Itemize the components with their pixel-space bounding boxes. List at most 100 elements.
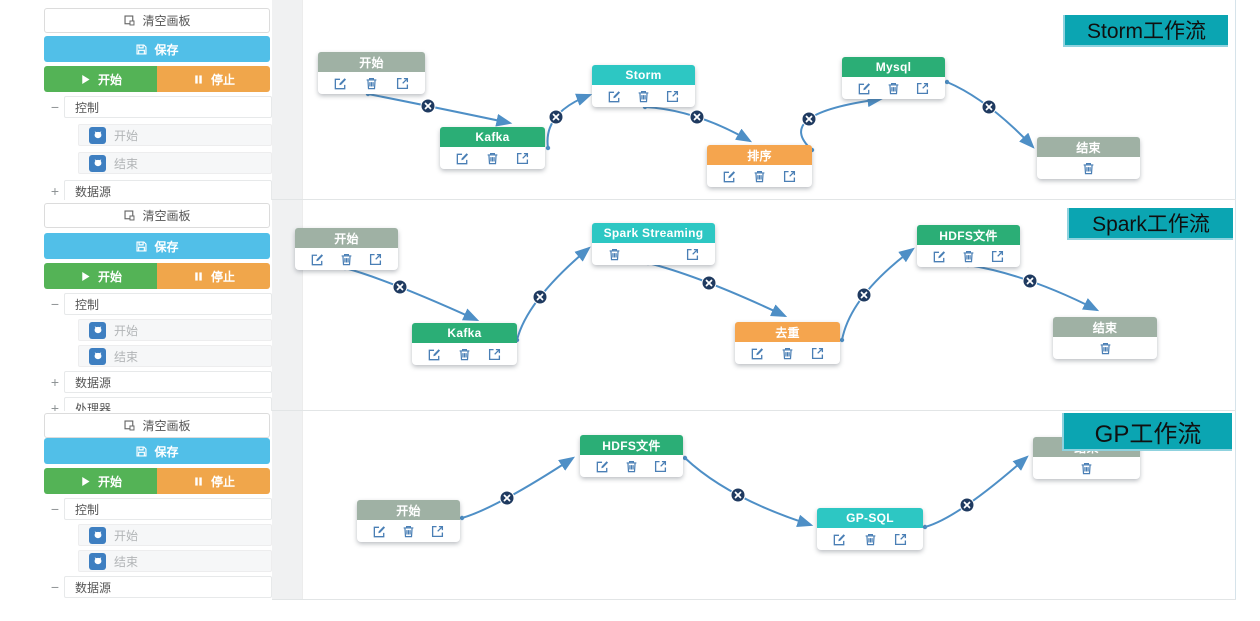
- stop-workflow-button[interactable]: 停止: [157, 66, 270, 92]
- trash-icon[interactable]: [863, 532, 878, 547]
- expand-icon[interactable]: +: [50, 183, 60, 199]
- node-end[interactable]: 结束: [1037, 137, 1140, 179]
- collapse-icon[interactable]: −: [50, 296, 60, 312]
- edit-icon[interactable]: [857, 81, 872, 96]
- trash-icon[interactable]: [1081, 161, 1096, 176]
- palette-item[interactable]: 结束: [44, 345, 272, 367]
- node-toolbar: [1053, 337, 1157, 359]
- external-icon[interactable]: [782, 169, 797, 184]
- trash-icon[interactable]: [339, 252, 354, 267]
- node-sort[interactable]: 排序: [707, 145, 812, 187]
- node-title: Kafka: [440, 127, 545, 147]
- edit-icon[interactable]: [722, 169, 737, 184]
- node-toolbar: [1033, 457, 1140, 479]
- tree-group[interactable]: +数据源: [44, 371, 272, 393]
- trash-icon[interactable]: [1079, 461, 1094, 476]
- node-toolbar: [842, 77, 945, 99]
- edit-icon[interactable]: [595, 459, 610, 474]
- expand-icon[interactable]: +: [50, 374, 60, 390]
- run-workflow-button[interactable]: 开始: [44, 468, 157, 494]
- save-button[interactable]: 保存: [44, 233, 270, 259]
- external-icon[interactable]: [395, 76, 410, 91]
- edit-icon[interactable]: [333, 76, 348, 91]
- external-icon[interactable]: [665, 89, 680, 104]
- clear-canvas-button[interactable]: 清空画板: [44, 413, 270, 438]
- external-icon[interactable]: [515, 151, 530, 166]
- trash-icon[interactable]: [607, 247, 622, 262]
- tree-group[interactable]: −数据源: [44, 576, 272, 598]
- collapse-icon[interactable]: −: [50, 99, 60, 115]
- external-icon[interactable]: [430, 524, 445, 539]
- external-icon[interactable]: [685, 247, 700, 262]
- save-icon: [136, 445, 148, 457]
- node-start[interactable]: 开始: [357, 500, 460, 542]
- node-hdfs[interactable]: HDFS文件: [917, 225, 1020, 267]
- tree-group[interactable]: −控制: [44, 293, 272, 315]
- palette-item[interactable]: 开始: [44, 124, 272, 146]
- node-dedup[interactable]: 去重: [735, 322, 840, 364]
- collapse-icon[interactable]: −: [50, 579, 60, 595]
- edit-icon[interactable]: [455, 151, 470, 166]
- edit-icon[interactable]: [832, 532, 847, 547]
- node-gp-sql[interactable]: GP-SQL: [817, 508, 923, 550]
- external-icon[interactable]: [487, 347, 502, 362]
- node-kafka[interactable]: Kafka: [440, 127, 545, 169]
- trash-icon[interactable]: [780, 346, 795, 361]
- edit-icon[interactable]: [372, 524, 387, 539]
- trash-icon[interactable]: [624, 459, 639, 474]
- external-icon[interactable]: [368, 252, 383, 267]
- trash-icon[interactable]: [1098, 341, 1113, 356]
- external-icon[interactable]: [990, 249, 1005, 264]
- edit-icon[interactable]: [310, 252, 325, 267]
- stop-workflow-button[interactable]: 停止: [157, 263, 270, 289]
- palette-item[interactable]: 开始: [44, 319, 272, 341]
- node-storm[interactable]: Storm: [592, 65, 695, 107]
- trash-icon[interactable]: [457, 347, 472, 362]
- trash-icon[interactable]: [752, 169, 767, 184]
- trash-icon[interactable]: [636, 89, 651, 104]
- external-icon[interactable]: [653, 459, 668, 474]
- palette-item[interactable]: 结束: [44, 152, 272, 174]
- edit-icon[interactable]: [932, 249, 947, 264]
- edit-icon[interactable]: [607, 89, 622, 104]
- toolbox-sidebar: 清空画板 保存 开始 停止 −控制开始结束−数据源: [0, 411, 272, 600]
- trash-icon[interactable]: [886, 81, 901, 96]
- component-icon: [89, 526, 106, 544]
- node-end[interactable]: 结束: [1053, 317, 1157, 359]
- play-icon: [82, 476, 90, 486]
- component-icon: [89, 347, 106, 365]
- external-icon[interactable]: [915, 81, 930, 96]
- node-mysql[interactable]: Mysql: [842, 57, 945, 99]
- trash-icon[interactable]: [961, 249, 976, 264]
- palette-item[interactable]: 结束: [44, 550, 272, 572]
- expand-icon[interactable]: +: [50, 400, 60, 411]
- node-hdfs[interactable]: HDFS文件: [580, 435, 683, 477]
- edit-icon[interactable]: [750, 346, 765, 361]
- run-workflow-button[interactable]: 开始: [44, 263, 157, 289]
- stop-label: 停止: [210, 269, 235, 284]
- save-button[interactable]: 保存: [44, 36, 270, 62]
- clear-canvas-button[interactable]: 清空画板: [44, 8, 270, 33]
- trash-icon[interactable]: [485, 151, 500, 166]
- save-button[interactable]: 保存: [44, 438, 270, 464]
- external-icon[interactable]: [893, 532, 908, 547]
- node-toolbar: [295, 248, 398, 270]
- trash-icon[interactable]: [401, 524, 416, 539]
- node-start[interactable]: 开始: [318, 52, 425, 94]
- trash-icon[interactable]: [364, 76, 379, 91]
- stop-workflow-button[interactable]: 停止: [157, 468, 270, 494]
- tree-group[interactable]: +数据源: [44, 180, 272, 200]
- run-workflow-button[interactable]: 开始: [44, 66, 157, 92]
- clear-canvas-button[interactable]: 清空画板: [44, 203, 270, 228]
- tree-group[interactable]: −控制: [44, 498, 272, 520]
- palette-item[interactable]: 开始: [44, 524, 272, 546]
- node-start[interactable]: 开始: [295, 228, 398, 270]
- node-kafka[interactable]: Kafka: [412, 323, 517, 365]
- tree-group[interactable]: −控制: [44, 96, 272, 118]
- collapse-icon[interactable]: −: [50, 501, 60, 517]
- external-icon[interactable]: [810, 346, 825, 361]
- node-spark-streaming[interactable]: Spark Streaming: [592, 223, 715, 265]
- edit-icon[interactable]: [427, 347, 442, 362]
- tree-group[interactable]: +处理器: [44, 397, 272, 411]
- play-icon: [82, 271, 90, 281]
